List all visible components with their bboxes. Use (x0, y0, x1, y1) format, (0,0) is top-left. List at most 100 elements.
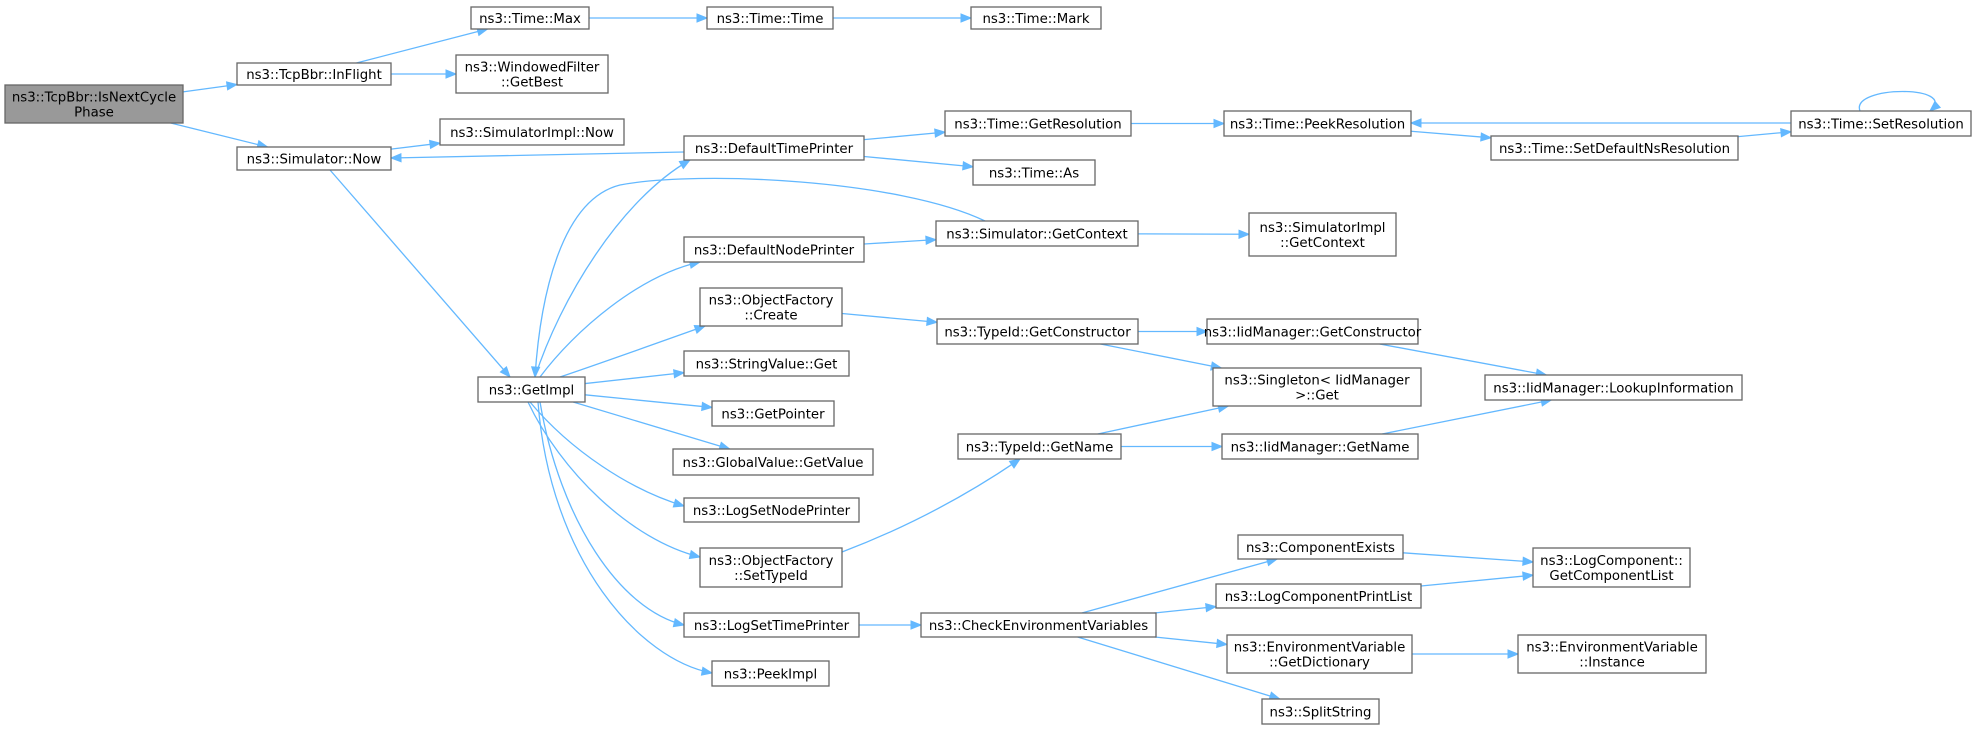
arrowhead-icon (934, 128, 947, 138)
function-node[interactable]: ns3::SimulatorImpl::GetContext (1248, 212, 1397, 257)
function-node[interactable]: ns3::StringValue::Get (683, 350, 850, 377)
edge-line (841, 458, 1021, 553)
node-box (1490, 135, 1739, 161)
function-node[interactable]: ns3::WindowedFilter::GetBest (455, 54, 609, 94)
edge-n2-to-n3 (589, 13, 709, 23)
node-label: ns3::GetImpl (489, 384, 574, 399)
node-label: ::GetDictionary (1269, 656, 1370, 671)
function-node[interactable]: ns3::Time::Time (706, 6, 834, 30)
arrowhead-icon (688, 549, 702, 560)
node-label: ns3::WindowedFilter (465, 61, 600, 76)
node-label: ::SetTypeId (734, 569, 808, 584)
node-label: ns3::LogSetNodePrinter (693, 504, 851, 519)
edge-n8-to-n15 (539, 259, 702, 378)
function-node[interactable]: ns3::ComponentExists (1237, 534, 1404, 560)
arrowhead-icon (1480, 132, 1493, 142)
function-node[interactable]: ns3::TypeId::GetConstructor (936, 318, 1139, 345)
function-node[interactable]: ns3::Simulator::Now (236, 146, 392, 171)
edge-line (537, 401, 713, 674)
node-box (236, 146, 392, 171)
edge-n8-to-n37 (537, 401, 714, 676)
node-box (477, 376, 586, 403)
function-node[interactable]: ns3::Simulator::GetContext (935, 220, 1139, 247)
node-label: ns3::Time::PeekResolution (1230, 118, 1405, 133)
node-label: GetComponentList (1549, 569, 1673, 584)
node-box (683, 236, 865, 263)
arrowhead-icon (693, 325, 707, 334)
function-node[interactable]: ns3::LogComponent::GetComponentList (1532, 547, 1691, 588)
node-box (711, 660, 830, 687)
node-box (4, 84, 184, 124)
node-box (1248, 212, 1397, 257)
function-node[interactable]: ns3::DefaultTimePrinter (683, 135, 865, 161)
edge-n29-to-n26 (841, 458, 1022, 553)
node-label: ns3::Singleton< IidManager (1224, 374, 1410, 389)
node-label: ns3::Time::Time (717, 12, 824, 27)
arrowhead-icon (225, 81, 239, 91)
arrowhead-icon (445, 69, 458, 79)
edge-n34-to-n32 (1154, 602, 1218, 614)
arrowhead-icon (960, 13, 973, 23)
edge-line (1410, 130, 1492, 139)
function-node[interactable]: ns3::Time::SetDefaultNsResolution (1490, 135, 1739, 161)
function-node[interactable]: ns3::TypeId::GetName (957, 433, 1122, 460)
function-node[interactable]: ns3::GlobalValue::GetValue (672, 448, 874, 476)
function-node[interactable]: ns3::LogSetNodePrinter (683, 497, 860, 523)
node-label: ns3::TypeId::GetName (966, 441, 1114, 456)
edge-n33-to-n34 (859, 620, 923, 630)
function-node[interactable]: ns3::Time::SetResolution (1790, 110, 1972, 137)
function-node[interactable]: ns3::Time::Mark (970, 6, 1102, 30)
edge-n32-to-n31 (1420, 571, 1535, 587)
edge-n11-to-n13 (1410, 130, 1493, 142)
node-box (1206, 318, 1419, 345)
function-node[interactable]: ns3::CheckEnvironmentVariables (920, 612, 1157, 638)
function-node[interactable]: ns3::GetImpl (477, 376, 586, 403)
edge-line (863, 238, 937, 245)
node-label: ns3::TcpBbr::InFlight (246, 68, 382, 83)
function-node[interactable]: ns3::TcpBbr::InFlight (236, 62, 392, 86)
node-box (1532, 547, 1691, 588)
arrowhead-icon (499, 365, 511, 379)
arrowhead-icon (389, 153, 402, 163)
arrowhead-icon (1211, 441, 1224, 452)
function-node[interactable]: ns3::Time::PeekResolution (1223, 110, 1412, 137)
edge-n0-to-n6 (170, 122, 269, 150)
node-label: ns3::EnvironmentVariable (1234, 641, 1406, 656)
node-box (972, 159, 1096, 186)
function-node[interactable]: ns3::Singleton< IidManager >::Get (1212, 367, 1422, 407)
function-node[interactable]: ns3::PeekImpl (711, 660, 830, 687)
edge-n8-to-n28 (529, 401, 686, 508)
arrowhead-icon (1409, 118, 1422, 128)
arrowhead-icon (678, 159, 692, 170)
function-node[interactable]: ns3::IidManager::GetName (1221, 433, 1419, 460)
function-node[interactable]: ns3::Time::Max (470, 6, 590, 30)
edge-line (863, 131, 946, 141)
node-label: ns3::Time::GetResolution (954, 118, 1121, 133)
function-node[interactable]: ns3::EnvironmentVariable::Instance (1517, 634, 1707, 674)
function-node[interactable]: ns3::IidManager::GetConstructor (1204, 318, 1422, 345)
function-node[interactable]: ns3::LogSetTimePrinter (683, 612, 860, 638)
function-node[interactable]: ns3::Time::As (972, 159, 1096, 186)
function-node[interactable]: ns3::Time::GetResolution (944, 110, 1132, 137)
function-node[interactable]: ns3::SplitString (1261, 698, 1380, 725)
function-node[interactable]: ns3::ObjectFactory::Create (699, 287, 843, 327)
node-box (1215, 583, 1422, 609)
edge-n9-to-n10 (863, 128, 947, 141)
edge-n35-to-n36 (1412, 649, 1520, 659)
function-node[interactable]: ns3::GetPointer (711, 400, 835, 427)
edge-line (1097, 405, 1229, 435)
edge-n13-to-n14 (1737, 128, 1793, 138)
function-node[interactable]: ns3::LogComponentPrintList (1215, 583, 1422, 609)
function-node[interactable]: ns3::SimulatorImpl::Now (439, 118, 625, 146)
edge-line (527, 401, 701, 558)
node-label: >::Get (1295, 389, 1339, 404)
function-node[interactable]: ns3::DefaultNodePrinter (683, 236, 865, 263)
node-label: ns3::Simulator::Now (247, 153, 382, 168)
edge-line (559, 325, 706, 378)
function-node[interactable]: ns3::EnvironmentVariable::GetDictionary (1226, 634, 1413, 674)
function-node[interactable]: ns3::ObjectFactory::SetTypeId (699, 547, 843, 588)
function-node[interactable]: ns3::IidManager::LookupInformation (1484, 374, 1743, 401)
